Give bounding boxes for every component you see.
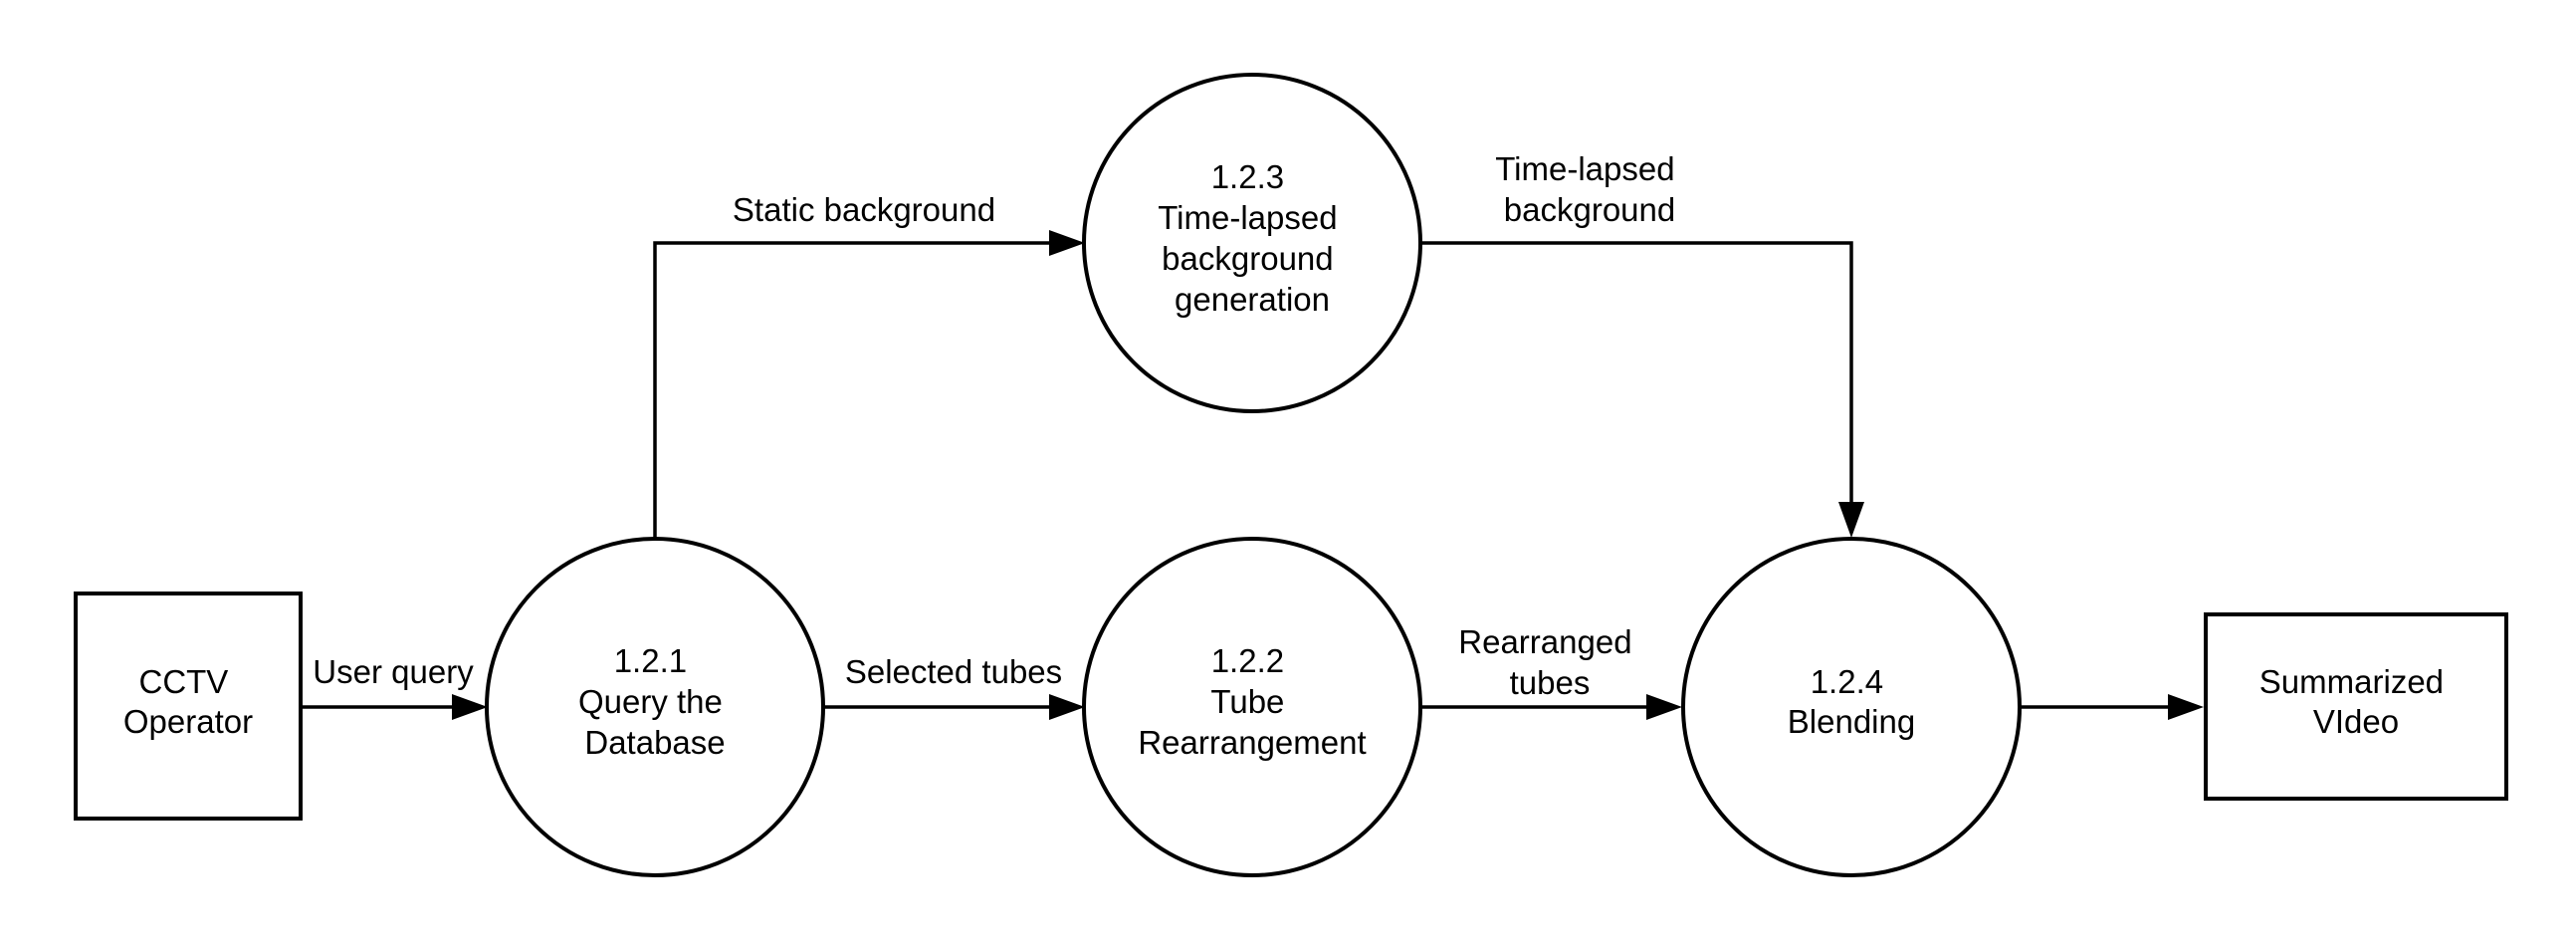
node-label: CCTV Operator [123, 663, 253, 740]
process-circle [1082, 73, 1422, 413]
edge-label-static-background: Static background [733, 191, 995, 228]
node-label-line: 1.2.3 [1211, 158, 1284, 195]
node-label-line: Query the [578, 683, 723, 720]
node-label: 1.2.2 Tube Rearrangement [1138, 642, 1366, 761]
node-label-line: Time-lapsed [1158, 199, 1337, 236]
arrowhead-user-query [452, 694, 488, 720]
edge-label-line: Selected tubes [845, 653, 1062, 690]
node-label-line: CCTV [138, 663, 228, 700]
node-label: 1.2.3 Time-lapsed background generation [1158, 158, 1347, 318]
node-label: 1.2.4 Blending [1788, 663, 1915, 740]
edge-label-line: Rearranged [1458, 623, 1631, 660]
node-label-line: generation [1175, 281, 1330, 318]
node-label: 1.2.1 Query the Database [578, 642, 732, 761]
node-label-line: 1.2.1 [614, 642, 687, 679]
node-summarized-video: Summarized VIdeo [2204, 612, 2508, 801]
edge-timelapsed-background [1421, 241, 1853, 516]
arrowhead-timelapsed-background [1838, 502, 1864, 538]
node-label-line: Operator [123, 703, 253, 740]
process-circle [1681, 537, 2022, 877]
edge-label-line: Static background [733, 191, 995, 228]
arrowhead-output-video [2168, 694, 2204, 720]
process-circle [485, 537, 825, 877]
node-query-database: 1.2.1 Query the Database [485, 537, 825, 877]
node-blending: 1.2.4 Blending [1681, 537, 2022, 877]
node-tube-rearrangement: 1.2.2 Tube Rearrangement [1082, 537, 1422, 877]
node-label-line: Blending [1788, 703, 1915, 740]
edge-label-timelapsed-background: Time-lapsed background [1495, 150, 1684, 228]
entity-box [2204, 612, 2508, 801]
node-timelapse-generation: 1.2.3 Time-lapsed background generation [1082, 73, 1422, 413]
entity-box [74, 592, 303, 821]
edge-label-line: tubes [1510, 664, 1591, 701]
edge-label-user-query: User query [313, 653, 474, 690]
process-circle [1082, 537, 1422, 877]
node-label-line: Summarized [2259, 663, 2444, 700]
edge-label-line: background [1504, 191, 1675, 228]
arrowhead-rearranged-tubes [1646, 694, 1682, 720]
node-label-line: background [1162, 240, 1333, 277]
edge-label-rearranged-tubes: Rearranged tubes [1458, 623, 1640, 701]
edge-static-background [653, 241, 1063, 538]
node-label-line: 1.2.2 [1211, 642, 1284, 679]
node-label-line: Tube [1210, 683, 1284, 720]
edge-label-selected-tubes: Selected tubes [845, 653, 1062, 690]
node-label-line: Rearrangement [1138, 724, 1366, 761]
arrowhead-selected-tubes [1049, 694, 1085, 720]
node-label-line: Database [584, 724, 725, 761]
node-label: Summarized VIdeo [2259, 663, 2453, 740]
arrowhead-static-background [1049, 230, 1085, 256]
edge-label-line: Time-lapsed [1495, 150, 1674, 187]
node-cctv-operator: CCTV Operator [74, 592, 303, 821]
node-label-line: VIdeo [2313, 703, 2399, 740]
node-label-line: 1.2.4 [1811, 663, 1883, 700]
edge-label-line: User query [313, 653, 474, 690]
